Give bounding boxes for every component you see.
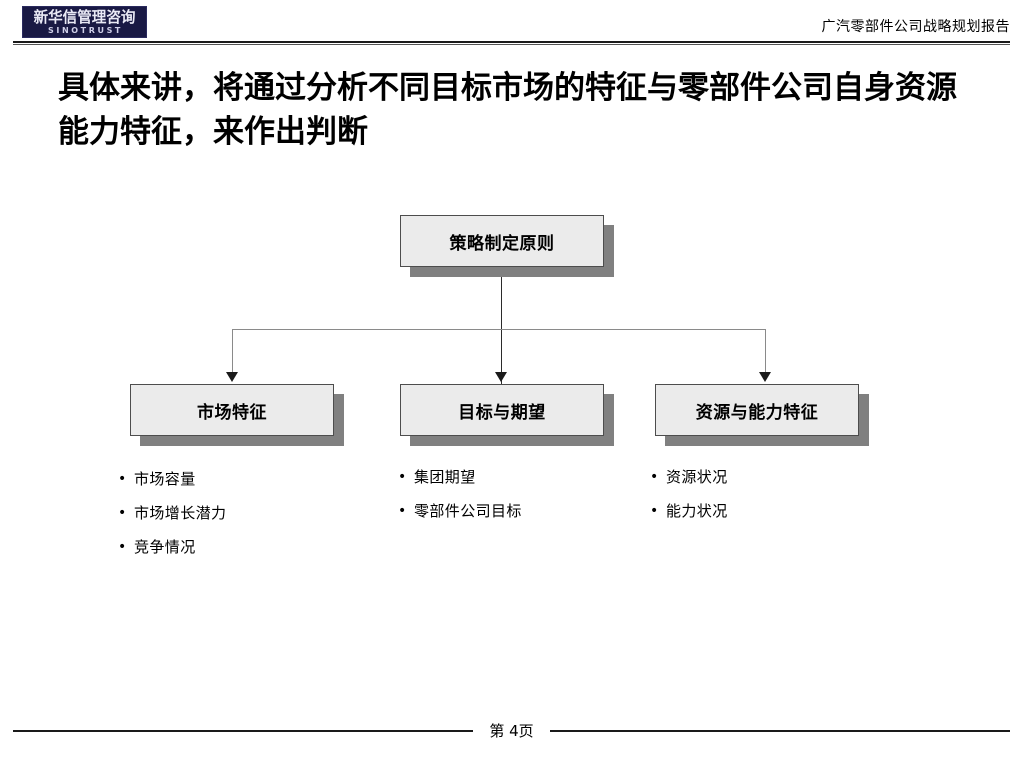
node-shadow-market bbox=[140, 394, 344, 446]
footer: 第 4页 bbox=[13, 720, 1010, 742]
bullet-dot-icon: • bbox=[650, 469, 659, 485]
node-market-label: 市场特征 bbox=[197, 402, 267, 423]
connector-stem bbox=[501, 267, 502, 384]
bullet-list-resource: • 资源状况 • 能力状况 bbox=[650, 468, 728, 536]
list-item-label: 市场增长潜力 bbox=[134, 504, 227, 522]
list-item-label: 资源状况 bbox=[666, 468, 728, 486]
header-divider-line-thick bbox=[13, 41, 1010, 43]
bullet-dot-icon: • bbox=[398, 503, 407, 519]
bullet-list-goals: • 集团期望 • 零部件公司目标 bbox=[398, 468, 522, 536]
list-item: • 市场增长潜力 bbox=[118, 504, 226, 522]
list-item: • 零部件公司目标 bbox=[398, 502, 522, 520]
sinotrust-logo: 新华信管理咨询 SINOTRUST bbox=[22, 6, 147, 38]
list-item-label: 集团期望 bbox=[414, 468, 476, 486]
list-item: • 资源状况 bbox=[650, 468, 728, 486]
bullet-dot-icon: • bbox=[398, 469, 407, 485]
node-shadow-resource bbox=[665, 394, 869, 446]
logo-english-text: SINOTRUST bbox=[48, 25, 123, 35]
bullet-list-market: • 市场容量 • 市场增长潜力 • 竞争情况 bbox=[118, 470, 226, 572]
bullet-dot-icon: • bbox=[118, 471, 127, 487]
page-number: 第 4页 bbox=[489, 721, 534, 740]
arrow-down-icon-market bbox=[226, 372, 238, 382]
list-item-label: 市场容量 bbox=[134, 470, 196, 488]
logo-chinese-text: 新华信管理咨询 bbox=[33, 7, 136, 26]
node-root-principle: 策略制定原则 bbox=[400, 215, 604, 267]
connector-drop-left bbox=[232, 329, 233, 374]
node-shadow-goals bbox=[410, 394, 614, 446]
list-item-label: 能力状况 bbox=[666, 502, 728, 520]
bullet-dot-icon: • bbox=[118, 539, 127, 555]
footer-rule-right bbox=[549, 730, 1010, 732]
connector-horizontal-bar bbox=[232, 329, 766, 330]
connector-drop-right bbox=[765, 329, 766, 374]
list-item: • 集团期望 bbox=[398, 468, 522, 486]
list-item-label: 竞争情况 bbox=[134, 538, 196, 556]
page-title: 具体来讲，将通过分析不同目标市场的特征与零部件公司自身资源能力特征，来作出判断 bbox=[58, 70, 957, 150]
node-shadow-root bbox=[410, 225, 614, 277]
node-market-characteristics: 市场特征 bbox=[130, 384, 334, 436]
list-item: • 竞争情况 bbox=[118, 538, 226, 556]
node-goals-label: 目标与期望 bbox=[458, 402, 546, 423]
header-divider bbox=[13, 41, 1010, 45]
arrow-down-icon-resource bbox=[759, 372, 771, 382]
node-resource-label: 资源与能力特征 bbox=[695, 402, 819, 423]
arrow-down-icon-goals bbox=[495, 372, 507, 382]
node-goals-expectations: 目标与期望 bbox=[400, 384, 604, 436]
list-item: • 市场容量 bbox=[118, 470, 226, 488]
node-resource-capability: 资源与能力特征 bbox=[655, 384, 859, 436]
list-item: • 能力状况 bbox=[650, 502, 728, 520]
bullet-dot-icon: • bbox=[118, 505, 127, 521]
header-divider-line-thin bbox=[13, 44, 1010, 45]
bullet-dot-icon: • bbox=[650, 503, 659, 519]
report-title: 广汽零部件公司战略规划报告 bbox=[821, 19, 1010, 35]
list-item-label: 零部件公司目标 bbox=[414, 502, 522, 520]
footer-rule-left bbox=[13, 730, 474, 732]
node-root-label: 策略制定原则 bbox=[449, 233, 555, 254]
